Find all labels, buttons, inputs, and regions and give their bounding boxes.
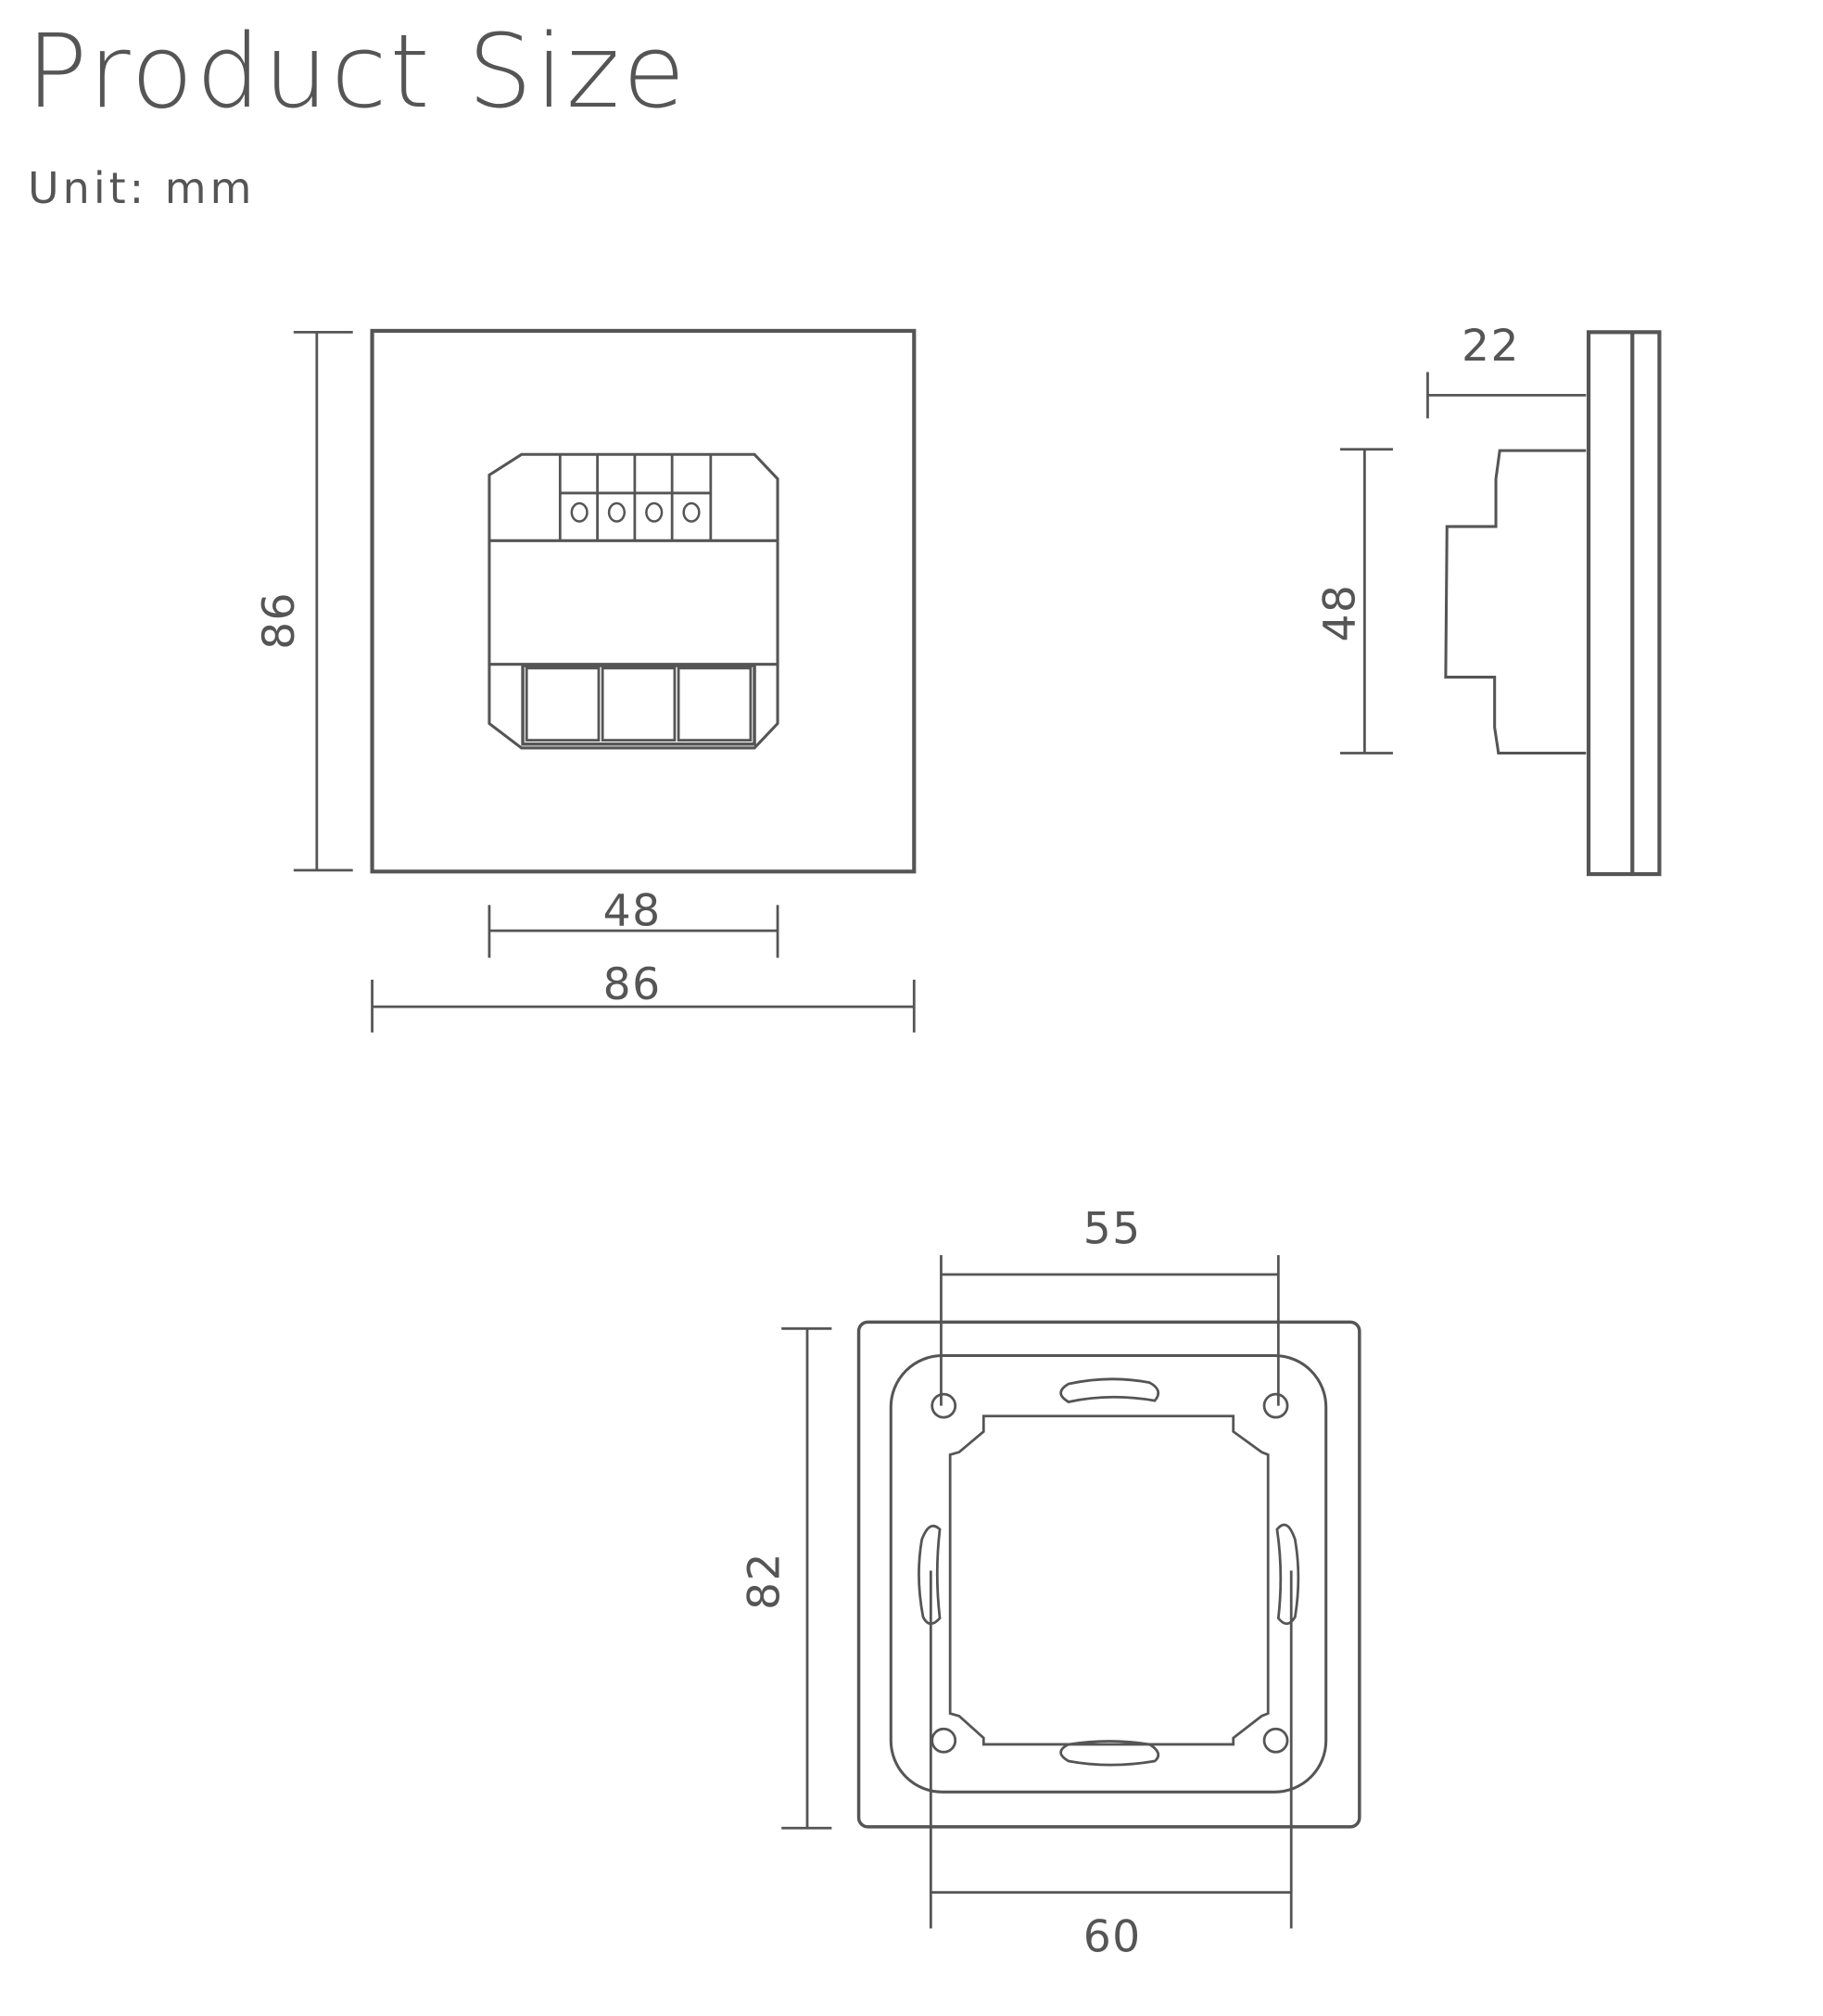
mounting-slot-bottom [1059, 1740, 1160, 1767]
mounting-slot-top [1059, 1377, 1160, 1403]
back-top-spacing-dimension: 55 [941, 1204, 1279, 1276]
front-plate-outline [370, 328, 917, 874]
terminal-screw-icon [570, 501, 589, 523]
side-depth-dimension: 22 [1426, 321, 1587, 419]
side-view: 22 48 [1314, 321, 1662, 877]
mounting-slot-right [1275, 1523, 1300, 1626]
terminal-screw-icon [645, 501, 664, 523]
terminal-block [558, 454, 713, 541]
terminal-screw-icon [607, 501, 627, 523]
front-outer-width-label: 86 [603, 959, 662, 1010]
page-title: Product Size [26, 12, 689, 131]
back-height-dimension: 82 [739, 1326, 832, 1830]
back-plate-outline [856, 1320, 1361, 1829]
mounting-frame-outline [889, 1353, 1328, 1794]
connector-slots [521, 664, 756, 746]
terminal-screw-icon [682, 501, 701, 523]
inner-opening [948, 1414, 1270, 1746]
back-height-label: 82 [739, 1552, 790, 1610]
side-module-height-dimension: 48 [1314, 448, 1393, 754]
screw-hole-icon [930, 1392, 957, 1419]
module-side-profile [1444, 449, 1587, 755]
side-plate-outline [1586, 330, 1662, 877]
screw-hole-icon [930, 1727, 957, 1754]
screw-hole-icon [1262, 1727, 1289, 1754]
front-view: 86 48 86 [254, 328, 917, 1033]
front-height-label: 86 [254, 591, 305, 650]
front-outer-width-dimension: 86 [371, 959, 916, 1033]
front-height-dimension: 86 [254, 330, 353, 872]
back-bottom-spacing-dimension: 60 [930, 1891, 1292, 1963]
unit-label: Unit: mm [28, 163, 256, 213]
back-top-spacing-label: 55 [1083, 1204, 1142, 1255]
front-inner-width-dimension: 48 [487, 886, 779, 958]
module-body [487, 452, 779, 750]
front-inner-width-label: 48 [603, 886, 662, 937]
back-bottom-spacing-label: 60 [1083, 1912, 1142, 1963]
screw-hole-icon [1262, 1392, 1289, 1419]
side-module-height-label: 48 [1314, 584, 1365, 642]
mounting-slot-left [918, 1524, 942, 1626]
side-depth-label: 22 [1462, 321, 1520, 372]
back-view: 55 60 82 [739, 1204, 1361, 1963]
